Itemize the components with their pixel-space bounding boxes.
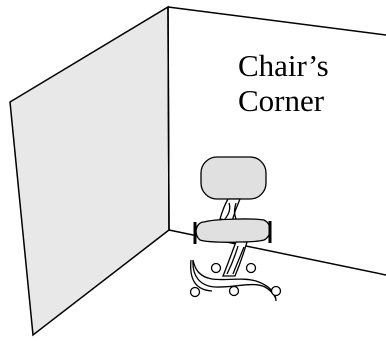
ceiling-edge xyxy=(167,6,386,36)
chair-backrest xyxy=(200,156,267,200)
left-wall xyxy=(9,5,170,337)
caster-3 xyxy=(189,286,201,298)
chair xyxy=(189,156,282,302)
caster-4 xyxy=(228,285,240,297)
caster-2 xyxy=(245,262,257,274)
title-line-2: Corner xyxy=(238,83,325,118)
caster-1 xyxy=(210,262,222,274)
chair-seat xyxy=(195,218,271,243)
chair-column xyxy=(222,241,248,277)
corner-edge xyxy=(167,6,170,231)
chair-base xyxy=(192,259,277,302)
caster-5 xyxy=(270,285,282,297)
title-line-1: Chair’s xyxy=(238,48,329,83)
